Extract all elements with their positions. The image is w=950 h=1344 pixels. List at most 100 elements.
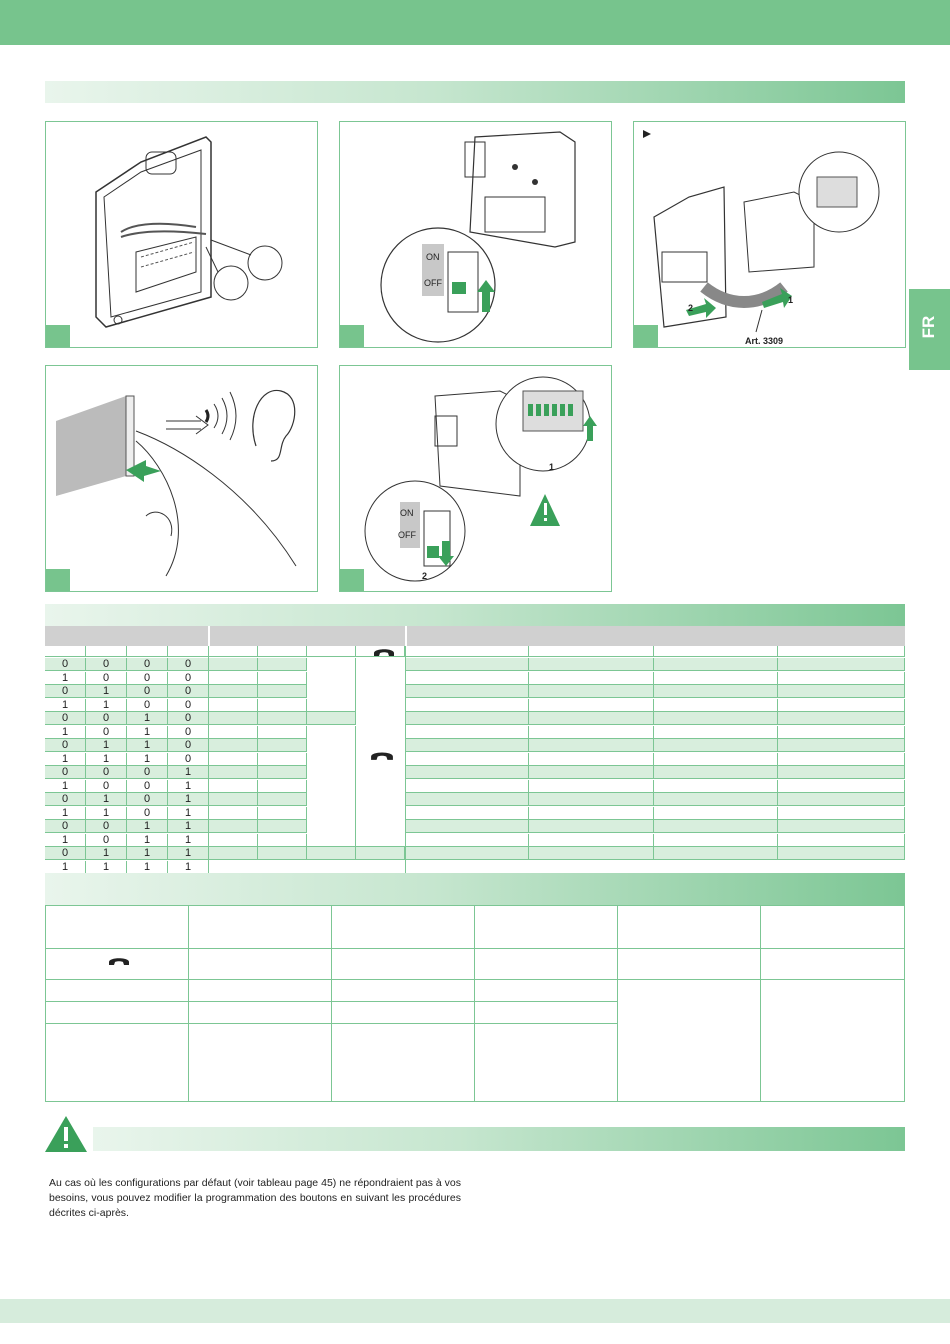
table-cell	[529, 712, 654, 725]
table-cell	[654, 658, 778, 671]
section-band-legend	[45, 873, 905, 905]
dip-cell: 1	[127, 820, 168, 833]
table-cell	[475, 980, 618, 1002]
table-cell	[654, 671, 778, 685]
table-cell	[46, 980, 189, 1002]
figure-5-dip-switch-off: ON OFF 1 2	[339, 365, 612, 592]
table-cell	[406, 725, 529, 739]
table-cell	[529, 833, 654, 847]
table-cell	[332, 980, 475, 1002]
dip-cell: 0	[127, 698, 168, 712]
table-cell	[761, 906, 905, 949]
table-cell	[529, 806, 654, 820]
language-tab-fr[interactable]: FR	[909, 289, 950, 370]
dip-cell: 0	[86, 712, 127, 725]
table-cell	[258, 752, 307, 766]
table-subheader	[45, 646, 905, 657]
table-divider	[405, 646, 406, 874]
dip-cell: 0	[168, 671, 209, 685]
switch-on-label: ON	[426, 252, 440, 262]
dip-cell: 1	[86, 685, 127, 698]
table-cell	[778, 685, 905, 698]
dip-cell: 1	[45, 725, 86, 739]
table-cell	[209, 698, 258, 712]
table-cell	[406, 766, 529, 779]
fig3-arrow-1: 1	[788, 295, 794, 305]
table-cell	[258, 725, 307, 739]
table-cell	[258, 806, 307, 820]
table-cell	[356, 847, 405, 860]
language-tab-label: FR	[919, 315, 938, 339]
table-cell	[209, 739, 258, 752]
table-cell	[209, 779, 258, 793]
table-cell	[761, 949, 905, 980]
table-cell	[778, 766, 905, 779]
section-band-warning	[93, 1127, 905, 1151]
table-cell	[529, 698, 654, 712]
phone-icon	[109, 958, 129, 966]
table-cell	[46, 906, 189, 949]
table-cell	[778, 847, 905, 860]
table-cell	[529, 685, 654, 698]
table-cell	[654, 793, 778, 806]
switch-off-label: OFF	[398, 530, 416, 540]
figure-tab	[340, 569, 364, 591]
button-function-table	[45, 905, 905, 1102]
table-cell	[475, 1024, 618, 1102]
table-cell	[654, 698, 778, 712]
dip-cell: 1	[168, 779, 209, 793]
merged-cell	[761, 980, 905, 1102]
table-cell	[258, 658, 307, 671]
table-cell	[189, 980, 332, 1002]
dip-cell: 1	[45, 671, 86, 685]
dip-cell: 0	[45, 847, 86, 860]
table-cell	[654, 847, 778, 860]
dip-cell: 0	[86, 658, 127, 671]
table-cell	[189, 949, 332, 980]
switch-on-label: ON	[400, 508, 414, 518]
table-cell	[406, 752, 529, 766]
table-cell	[209, 725, 258, 739]
table-cell	[209, 793, 258, 806]
dip-cell: 0	[86, 766, 127, 779]
dip-cell: 0	[86, 779, 127, 793]
table-cell	[529, 793, 654, 806]
dip-cell: 0	[45, 712, 86, 725]
table-cell	[406, 793, 529, 806]
dip-cell: 0	[168, 685, 209, 698]
dip-cell: 0	[168, 739, 209, 752]
dip-cell: 1	[86, 806, 127, 820]
dip-cell: 1	[86, 860, 127, 874]
footer-bar	[0, 1299, 950, 1323]
dip-cell: 0	[168, 658, 209, 671]
switch-off-label: OFF	[424, 278, 442, 288]
dip-cell: 1	[45, 698, 86, 712]
table-cell	[189, 906, 332, 949]
header-bar	[0, 0, 950, 45]
dip-cell: 1	[45, 752, 86, 766]
dip-cell: 0	[45, 658, 86, 671]
table-cell	[209, 712, 258, 725]
table-cell	[654, 766, 778, 779]
dip-cell: 1	[168, 820, 209, 833]
table-cell	[209, 806, 258, 820]
dip-cell: 0	[127, 766, 168, 779]
table-cell	[406, 739, 529, 752]
table-cell	[654, 820, 778, 833]
table-cell	[332, 1024, 475, 1102]
dip-cell: 0	[45, 685, 86, 698]
dip-cell: 0	[127, 658, 168, 671]
dip-cell: 1	[168, 766, 209, 779]
table-cell	[529, 658, 654, 671]
table-cell	[778, 671, 905, 685]
table-cell	[778, 833, 905, 847]
dip-cell: 0	[86, 725, 127, 739]
table-cell	[654, 725, 778, 739]
dip-cell: 0	[45, 766, 86, 779]
dip-cell: 0	[127, 806, 168, 820]
dip-cell: 1	[168, 847, 209, 860]
